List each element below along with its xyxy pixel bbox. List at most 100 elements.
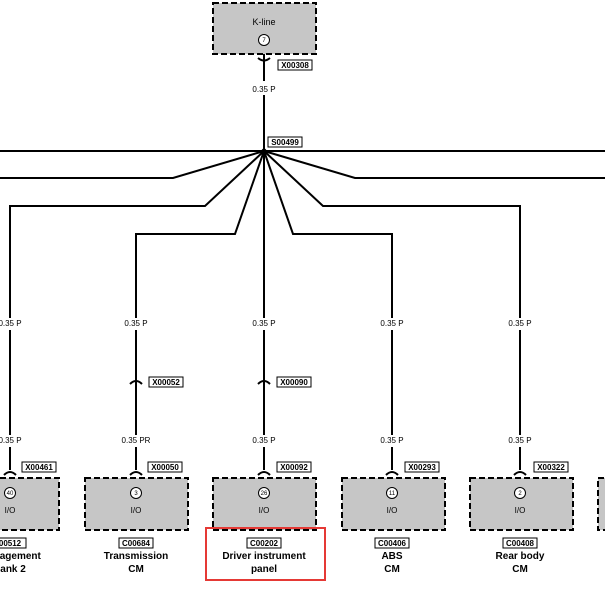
label-rear-body-cm-code-box <box>502 537 538 549</box>
module-driver-instrument-panel-pin-number: 26 <box>261 491 268 497</box>
module-rear-body-cm-io: I/O <box>515 506 526 515</box>
branch-left: 0.35 P 0.35 P X00461 <box>0 319 57 476</box>
label-management-bank2-name2: bank 2 <box>0 564 26 575</box>
branch-transmission-connector-tag <box>147 461 183 473</box>
label-rear-body-cm: C00408 Rear body CM <box>496 537 545 575</box>
branch-rear-body-connector-symbol <box>513 471 527 476</box>
label-rear-body-cm-name1: Rear body <box>496 551 545 562</box>
fan-wire-rear-body <box>263 150 521 318</box>
module-driver-instrument-panel-io: I/O <box>259 506 270 515</box>
branch-abs-wire-upper: 0.35 P <box>380 319 403 328</box>
kline-wire-label: 0.35 P <box>252 85 275 94</box>
branch-left-wire-lower: 0.35 P <box>0 436 22 445</box>
label-abs-cm-name1: ABS <box>381 551 402 562</box>
branch-transmission-inline-id: X00052 <box>152 378 180 387</box>
module-rear-body-cm-box <box>469 477 574 531</box>
module-transmission-cm-io: I/O <box>131 506 142 515</box>
branch-driver-panel-inline-id: X00090 <box>280 378 308 387</box>
label-driver-instrument-panel-name2: panel <box>251 564 277 575</box>
branch-transmission-inline-symbol <box>129 380 143 385</box>
fan-wire-left <box>9 150 265 318</box>
module-driver-instrument-panel[interactable]: 26 I/O <box>212 477 317 531</box>
branch-abs-wire-lower: 0.35 P <box>380 436 403 445</box>
branch-rear-body-connector-id: X00322 <box>537 463 565 472</box>
kline-module[interactable]: K-line 7 <box>212 2 317 55</box>
branch-left-wire-upper: 0.35 P <box>0 319 22 328</box>
label-driver-instrument-panel: C00202 Driver instrument panel <box>222 537 306 575</box>
module-rear-body-cm-pin <box>514 487 526 499</box>
branch-left-connector-symbol <box>3 471 17 476</box>
branch-left-connector-tag <box>21 461 57 473</box>
branch-driver-panel-connector-tag <box>276 461 312 473</box>
label-transmission-cm-code-box <box>118 537 154 549</box>
branch-transmission-connector-symbol <box>129 471 143 476</box>
module-transmission-cm-box <box>84 477 189 531</box>
module-abs-cm-io: I/O <box>387 506 398 515</box>
branch-abs-connector-tag <box>404 461 440 473</box>
branch-abs-connector-symbol <box>385 471 399 476</box>
fan-wire-transmission <box>135 150 265 318</box>
label-rear-body-cm-code: C00408 <box>506 539 535 548</box>
label-transmission-cm-name1: Transmission <box>104 551 168 562</box>
module-management-bank2-io: I/O <box>5 506 16 515</box>
label-transmission-cm-code: C00684 <box>122 539 151 548</box>
label-abs-cm-code-box <box>374 537 410 549</box>
branch-driver-panel-connector-id: X00092 <box>280 463 308 472</box>
label-abs-cm-code: C00406 <box>378 539 407 548</box>
bus-line-right <box>263 150 605 179</box>
label-transmission-cm: C00684 Transmission CM <box>104 537 168 575</box>
module-management-bank2[interactable]: 40 I/O <box>0 477 60 531</box>
kline-pin-circle <box>258 34 270 46</box>
branch-driver-panel-inline-symbol <box>257 380 271 385</box>
module-abs-cm-pin-number: 11 <box>389 491 396 497</box>
label-abs-cm: C00406 ABS CM <box>374 537 410 575</box>
kline-module-box <box>212 2 317 55</box>
branch-rear-body-wire-upper: 0.35 P <box>508 319 531 328</box>
label-driver-instrument-panel-code-box <box>246 537 282 549</box>
splice-tag-box <box>267 136 303 148</box>
branch-transmission-wire-upper: 0.35 P <box>124 319 147 328</box>
branch-driver-panel-connector-symbol <box>257 471 271 476</box>
branch-transmission-connector-id: X00050 <box>151 463 179 472</box>
module-abs-cm[interactable]: 11 I/O <box>341 477 446 531</box>
module-driver-instrument-panel-pin <box>258 487 270 499</box>
branch-transmission-inline-tag <box>148 376 184 388</box>
kline-connector-id: X00308 <box>281 61 309 70</box>
splice-id: S00499 <box>271 138 299 147</box>
selection-highlight <box>205 527 326 581</box>
branch-abs: 0.35 P 0.35 P X00293 <box>380 319 440 476</box>
module-transmission-cm[interactable]: 3 I/O <box>84 477 189 531</box>
module-rear-body-cm[interactable]: 2 I/O <box>469 477 574 531</box>
label-management-bank2-code: 00512 <box>0 539 22 548</box>
label-abs-cm-name2: CM <box>384 564 400 575</box>
bus-line-left <box>0 150 265 179</box>
label-management-bank2-code-box <box>0 537 27 549</box>
module-management-bank2-pin <box>4 487 16 499</box>
kline-connector-tag-box <box>277 59 313 71</box>
fan-wire-abs <box>263 150 393 318</box>
branch-left-connector-id: X00461 <box>25 463 53 472</box>
module-abs-cm-box <box>341 477 446 531</box>
module-management-bank2-box <box>0 477 60 531</box>
branch-abs-connector-id: X00293 <box>408 463 436 472</box>
label-rear-body-cm-name2: CM <box>512 564 528 575</box>
branch-rear-body-wire-lower: 0.35 P <box>508 436 531 445</box>
branch-driver-panel: 0.35 P X00090 0.35 P X00092 <box>252 319 312 476</box>
module-driver-instrument-panel-box <box>212 477 317 531</box>
splice-tag: S00499 <box>267 136 303 148</box>
kline-connector-tag: X00308 <box>277 59 313 71</box>
label-transmission-cm-name2: CM <box>128 564 144 575</box>
label-driver-instrument-panel-code: C00202 <box>250 539 279 548</box>
module-transmission-cm-pin <box>130 487 142 499</box>
branch-driver-panel-inline-tag <box>276 376 312 388</box>
kline-module-label: K-line <box>252 17 275 27</box>
module-offscreen-right[interactable] <box>597 477 605 531</box>
kline-pin-number: 7 <box>262 38 266 44</box>
label-driver-instrument-panel-name1: Driver instrument <box>222 551 306 562</box>
module-rear-body-cm-pin-number: 2 <box>518 491 522 497</box>
module-abs-cm-pin <box>386 487 398 499</box>
branch-transmission: 0.35 P X00052 0.35 PR X00050 <box>122 319 184 476</box>
branch-driver-panel-wire-lower: 0.35 P <box>252 436 275 445</box>
branch-driver-panel-wire-upper: 0.35 P <box>252 319 275 328</box>
